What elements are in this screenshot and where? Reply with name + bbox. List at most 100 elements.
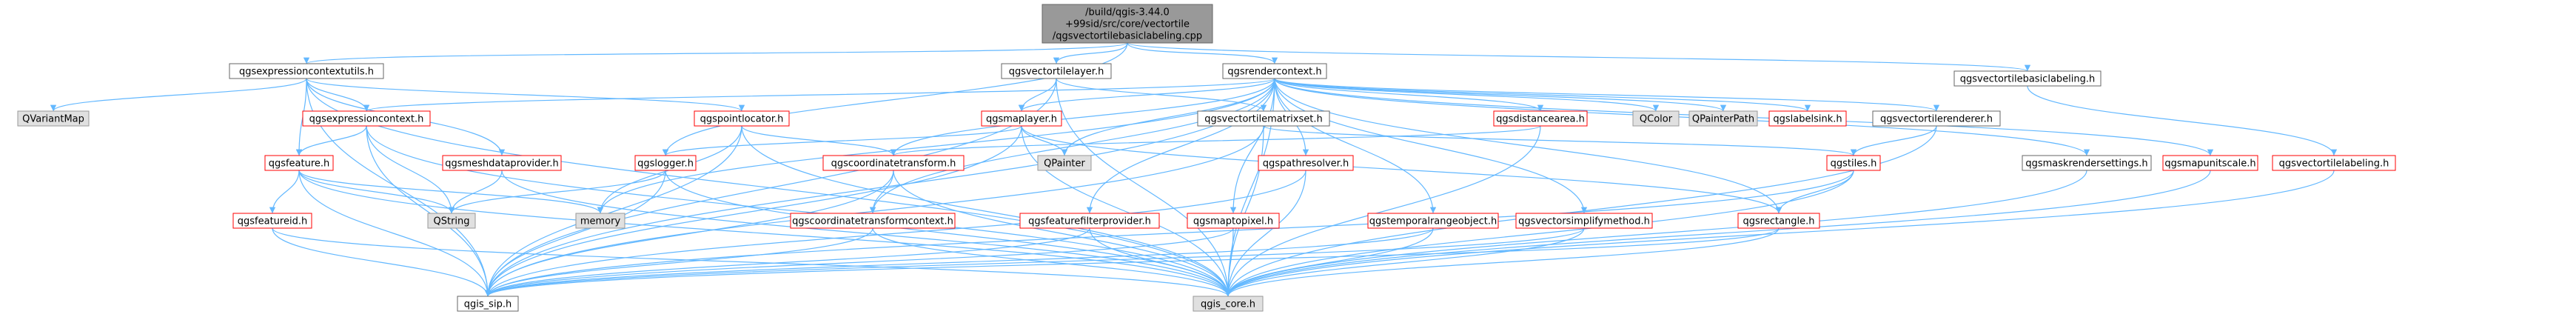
dependency-edge-vtlayer-to-vtmatrixset: [1056, 78, 1267, 112]
node-qstring[interactable]: QString: [427, 213, 476, 229]
node-qgissip[interactable]: qgis_sip.h: [457, 296, 519, 312]
dependency-edge-featurefilter-to-qgiscore: [1089, 227, 1232, 297]
node-label: qgsvectortilebasiclabeling.h: [1960, 74, 2096, 85]
node-logger[interactable]: qgslogger.h: [634, 155, 697, 171]
node-label: qgsvectorsimplifymethod.h: [1518, 216, 1650, 227]
dependency-edge-featurefilter-to-qgissip: [484, 227, 1090, 297]
node-pointlocator[interactable]: qgspointlocator.h: [694, 110, 790, 127]
dependency-edge-renderctx-to-coordtransform: [890, 78, 1275, 156]
node-vtlayer[interactable]: qgsvectortilelayer.h: [1001, 63, 1112, 79]
node-label: qgstiles.h: [1831, 159, 1877, 170]
node-label: qgsvectortilelabeling.h: [2279, 159, 2389, 170]
dependency-edge-pathresolver-to-qgissip: [484, 170, 1307, 297]
node-meshprovider[interactable]: qgsmeshdataprovider.h: [442, 155, 562, 171]
graph-nodes: /build/qgis-3.44.0+99sid/src/core/vector…: [17, 4, 2396, 312]
dependency-edge-exprctx-to-qgissip: [366, 125, 492, 297]
dependency-edge-logger-to-qstring: [448, 170, 666, 214]
node-exprctxutils[interactable]: qgsexpressioncontextutils.h: [229, 63, 384, 79]
node-label: qgsfeature.h: [269, 159, 330, 170]
node-label: qgsvectortilerenderer.h: [1880, 114, 1993, 125]
node-qcolor[interactable]: QColor: [1632, 110, 1680, 127]
node-qvariantmap[interactable]: QVariantMap: [17, 110, 90, 127]
dependency-edge-vtrenderer-to-qgiscore: [1224, 125, 1937, 297]
node-temporalrange[interactable]: qgstemporalrangeobject.h: [1367, 213, 1499, 229]
dependency-edge-maplayer-to-qpainter: [1021, 125, 1068, 156]
node-label: qgslabelsink.h: [1773, 114, 1842, 125]
node-qpainter[interactable]: QPainter: [1037, 155, 1092, 171]
node-maptopixel[interactable]: qgsmaptopixel.h: [1187, 213, 1280, 229]
node-box: [2162, 155, 2258, 171]
dependency-edge-maplayer-to-qgissip: [484, 125, 1022, 297]
node-label: qgsdistancearea.h: [1496, 114, 1585, 125]
node-box: [1632, 110, 1680, 127]
dependency-edge-root-to-vtlayer: [1053, 42, 1128, 64]
node-tiles[interactable]: qgstiles.h: [1826, 155, 1881, 171]
node-memory[interactable]: memory: [575, 213, 625, 229]
node-pathresolver[interactable]: qgspathresolver.h: [1258, 155, 1354, 171]
dependency-edge-feature-to-featureid: [269, 170, 300, 214]
node-label: qgis_core.h: [1201, 299, 1255, 310]
dependency-edge-renderctx-to-maskrender: [1274, 78, 2090, 156]
node-vsimplify[interactable]: qgsvectorsimplifymethod.h: [1515, 213, 1653, 229]
node-feature[interactable]: qgsfeature.h: [264, 155, 334, 171]
node-coordtransform[interactable]: qgscoordinatetransform.h: [822, 155, 965, 171]
node-coordtransformctx[interactable]: qgscoordinatetransformcontext.h: [790, 213, 956, 229]
node-renderctx[interactable]: qgsrendercontext.h: [1222, 63, 1327, 79]
dependency-edge-exprctx-to-qstring: [366, 125, 455, 214]
dependency-edge-coordtransform-to-qgissip: [484, 170, 894, 297]
node-vtmatrixset[interactable]: qgsvectortilematrixset.h: [1197, 110, 1330, 127]
node-box: [1042, 4, 1213, 44]
node-vtbasiclabeling[interactable]: qgsvectortilebasiclabeling.h: [1953, 70, 2102, 87]
dependency-edge-feature-to-qstring: [298, 170, 455, 214]
dependency-edge-root-to-renderctx: [1127, 42, 1278, 64]
dependency-edge-distancearea-to-coordtransform: [890, 125, 1541, 156]
dependency-edge-logger-to-qgissip: [484, 170, 666, 297]
dependency-edge-renderctx-to-temporalrange: [1274, 78, 1437, 214]
node-qgiscore[interactable]: qgis_core.h: [1193, 296, 1264, 312]
dependency-edge-distancearea-to-qgiscore: [1224, 125, 1541, 297]
node-maskrender[interactable]: qgsmaskrendersettings.h: [2022, 155, 2152, 171]
node-label: qgsvectortilelayer.h: [1009, 67, 1104, 78]
node-featureid[interactable]: qgsfeatureid.h: [232, 213, 312, 229]
node-box: [2272, 155, 2396, 171]
node-featurefilter[interactable]: qgsfeaturefilterprovider.h: [1019, 213, 1160, 229]
dependency-edge-coordtransformctx-to-qgissip: [484, 227, 873, 297]
node-labelsink[interactable]: qgslabelsink.h: [1768, 110, 1847, 127]
dependency-edge-rectangle-to-qgiscore: [1224, 227, 1780, 297]
node-box: [1187, 213, 1280, 229]
node-maplayer[interactable]: qgsmaplayer.h: [981, 110, 1062, 127]
dependency-edge-temporalrange-to-qgissip: [485, 227, 1434, 297]
node-box: [1493, 110, 1588, 127]
node-root[interactable]: /build/qgis-3.44.0+99sid/src/core/vector…: [1042, 4, 1213, 44]
node-label: memory: [580, 216, 621, 227]
node-box: [1193, 296, 1264, 312]
node-box: [1872, 110, 2001, 127]
node-box: [264, 155, 334, 171]
node-qpainterpath[interactable]: QPainterPath: [1688, 110, 1758, 127]
node-label: qgsvectortilematrixset.h: [1204, 114, 1322, 125]
node-exprctx[interactable]: qgsexpressioncontext.h: [302, 110, 431, 127]
dependency-edge-vtbasiclabeling-to-vtlabeling: [2027, 85, 2338, 156]
node-label: QVariantMap: [22, 114, 84, 125]
dependency-edge-logger-to-qgiscore: [665, 170, 1232, 297]
node-box: [1737, 213, 1820, 229]
node-mapunitscale[interactable]: qgsmapunitscale.h: [2162, 155, 2258, 171]
dependency-edge-root-to-exprctxutils: [303, 42, 1128, 64]
dependency-edge-coordtransformctx-to-qgiscore: [872, 227, 1232, 297]
dependency-edge-maplayer-to-rectangle: [1021, 125, 1782, 214]
node-distancearea[interactable]: qgsdistancearea.h: [1493, 110, 1588, 127]
node-box: [232, 213, 312, 229]
node-label: qgspathresolver.h: [1263, 159, 1349, 170]
dependency-edge-temporalrange-to-qgiscore: [1224, 227, 1434, 297]
node-rectangle[interactable]: qgsrectangle.h: [1737, 213, 1820, 229]
dependency-edge-exprctxutils-to-pointlocator: [306, 78, 745, 112]
dependency-edge-renderctx-to-featurefilter: [1086, 78, 1275, 214]
node-label: qgspointlocator.h: [700, 114, 784, 125]
node-label: qgsmeshdataprovider.h: [445, 159, 559, 170]
node-vtlabeling[interactable]: qgsvectortilelabeling.h: [2272, 155, 2396, 171]
dependency-edge-vtlayer-to-maplayer: [1018, 78, 1057, 112]
node-vtrenderer[interactable]: qgsvectortilerenderer.h: [1872, 110, 2001, 127]
node-box: [2022, 155, 2152, 171]
node-box: [1515, 213, 1653, 229]
